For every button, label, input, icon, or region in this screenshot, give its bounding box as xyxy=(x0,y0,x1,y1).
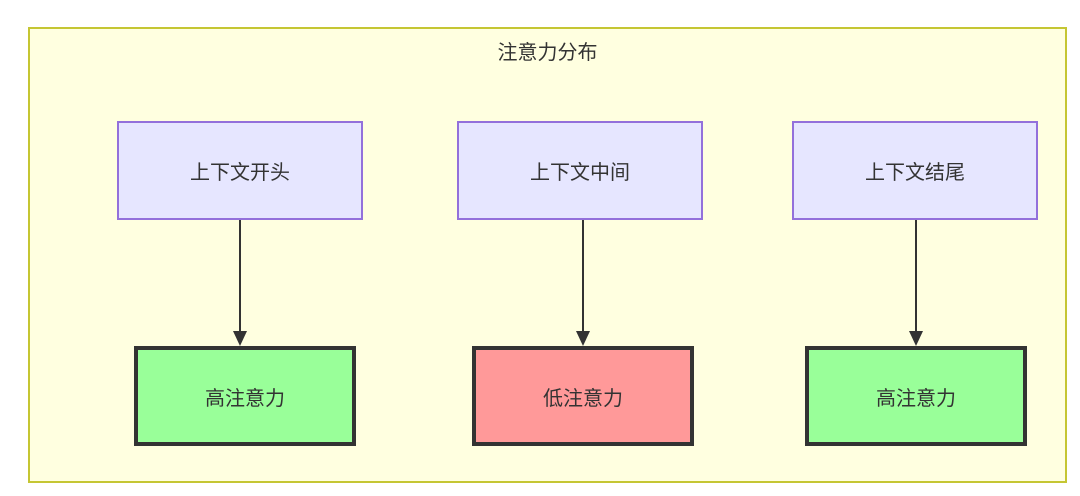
down-arrow-icon xyxy=(233,331,247,346)
attention-distribution-subgraph: 注意力分布 上下文开头 高注意力 上下文中间 低注意力 xyxy=(28,27,1067,483)
edge-context-start-to-attention xyxy=(232,220,248,346)
node-context-end[interactable]: 上下文结尾 xyxy=(792,121,1038,220)
edge-context-end-to-attention xyxy=(908,220,924,346)
node-attention-start[interactable]: 高注意力 xyxy=(134,346,356,446)
node-attention-end[interactable]: 高注意力 xyxy=(805,346,1027,446)
node-context-start[interactable]: 上下文开头 xyxy=(117,121,363,220)
node-context-middle[interactable]: 上下文中间 xyxy=(457,121,703,220)
down-arrow-icon xyxy=(909,331,923,346)
subgraph-title: 注意力分布 xyxy=(497,40,598,64)
down-arrow-icon xyxy=(576,331,590,346)
edge-context-middle-to-attention xyxy=(575,220,591,346)
node-attention-middle[interactable]: 低注意力 xyxy=(472,346,694,446)
